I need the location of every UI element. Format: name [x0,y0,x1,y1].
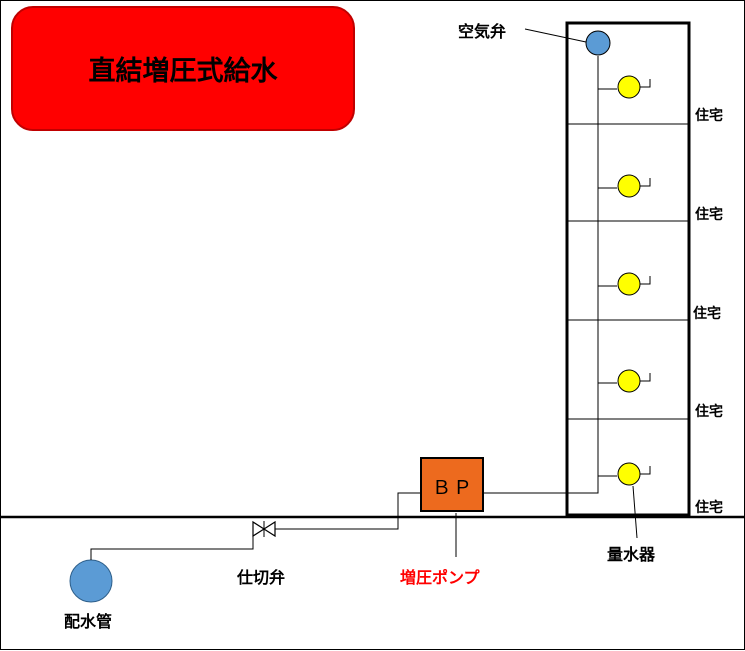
booster-pump-box [420,457,484,512]
residence-label: 住宅 [695,500,723,516]
air-valve-label: 空気弁 [458,22,507,41]
water-meter-icon [598,272,651,296]
water-meter-icon [598,174,651,198]
air-valve-icon [585,30,611,56]
water-meter-icon [598,75,651,99]
water-meter-icon [598,462,651,486]
title-text: 直結増圧式給水 [88,56,278,87]
title-banner: 直結増圧式給水 [11,6,355,131]
residence-label: 住宅 [695,207,723,223]
residence-label: 住宅 [693,306,721,322]
residence-label: 住宅 [695,108,723,124]
gate-valve-label: 仕切弁 [237,568,286,587]
water-meter-icon [598,369,651,393]
gate-valve-icon [252,520,276,538]
booster-pump-box-label: ＢＰ [432,477,475,499]
distribution-main-circle [69,559,113,603]
meter-leader [632,485,638,539]
residence-label: 住宅 [695,404,723,420]
air-valve-leader [524,28,587,43]
distribution-main-label: 配水管 [64,612,113,631]
service-pipe [90,529,254,560]
pipe-to-pump [275,492,421,530]
booster-pump-label: 増圧ポンプ [400,568,480,587]
building-outline [565,21,691,517]
riser-pipe [483,56,599,494]
water-meter-label: 量水器 [607,545,656,564]
